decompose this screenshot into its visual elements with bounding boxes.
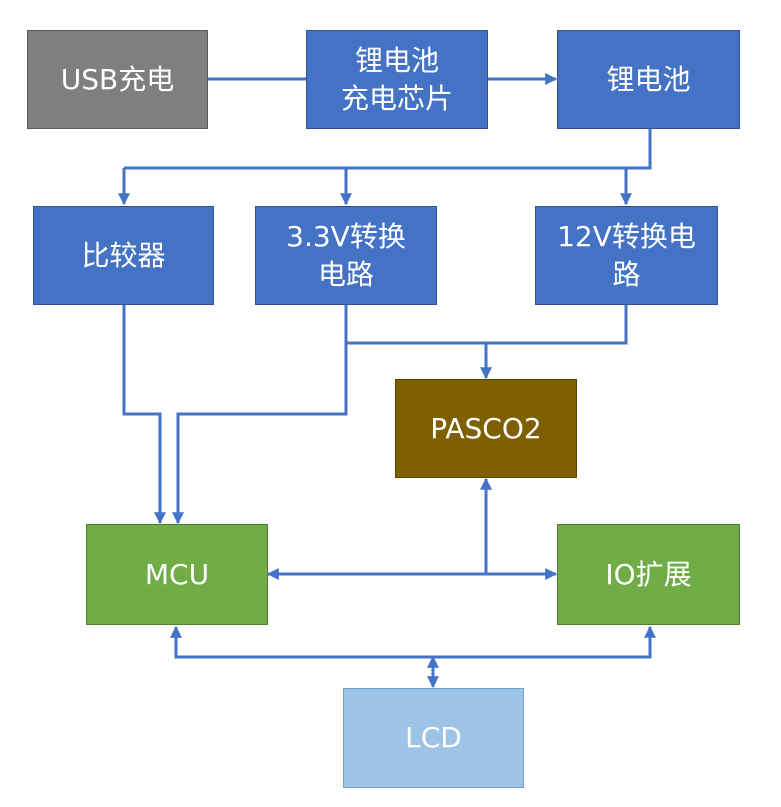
li-battery-label: 锂电池 xyxy=(606,62,691,96)
usb-charge-label: USB充电 xyxy=(60,62,175,96)
converter-3v3-label: 3.3V转换 电路 xyxy=(286,219,406,291)
comparator-block: 比较器 xyxy=(33,206,214,305)
li-charger-ic-label: 锂电池 充电芯片 xyxy=(340,43,453,115)
li-charger-ic-block: 锂电池 充电芯片 xyxy=(306,30,488,129)
connector-battery-bus xyxy=(124,129,652,170)
io-expander-label: IO扩展 xyxy=(605,557,692,591)
converter-12v-label: 12V转换电 路 xyxy=(557,219,696,291)
connector-3v3-to-pasco2-bus xyxy=(344,305,628,345)
arrow-comparator-to-mcu xyxy=(122,305,166,525)
comparator-label: 比较器 xyxy=(81,238,166,272)
mcu-block: MCU xyxy=(86,524,268,625)
usb-charge-block: USB充电 xyxy=(27,30,208,129)
lcd-block: LCD xyxy=(343,688,524,788)
io-expander-block: IO扩展 xyxy=(557,524,740,625)
converter-3v3-block: 3.3V转换 电路 xyxy=(255,206,437,305)
pasco2-block: PASCO2 xyxy=(395,379,577,478)
pasco2-label: PASCO2 xyxy=(430,411,542,445)
arrow-lcd-bus xyxy=(170,625,656,659)
lcd-label: LCD xyxy=(405,721,462,754)
arrow-3v3-to-mcu xyxy=(172,305,348,525)
li-battery-block: 锂电池 xyxy=(557,30,740,129)
converter-12v-block: 12V转换电 路 xyxy=(535,206,718,305)
mcu-label: MCU xyxy=(144,557,210,591)
